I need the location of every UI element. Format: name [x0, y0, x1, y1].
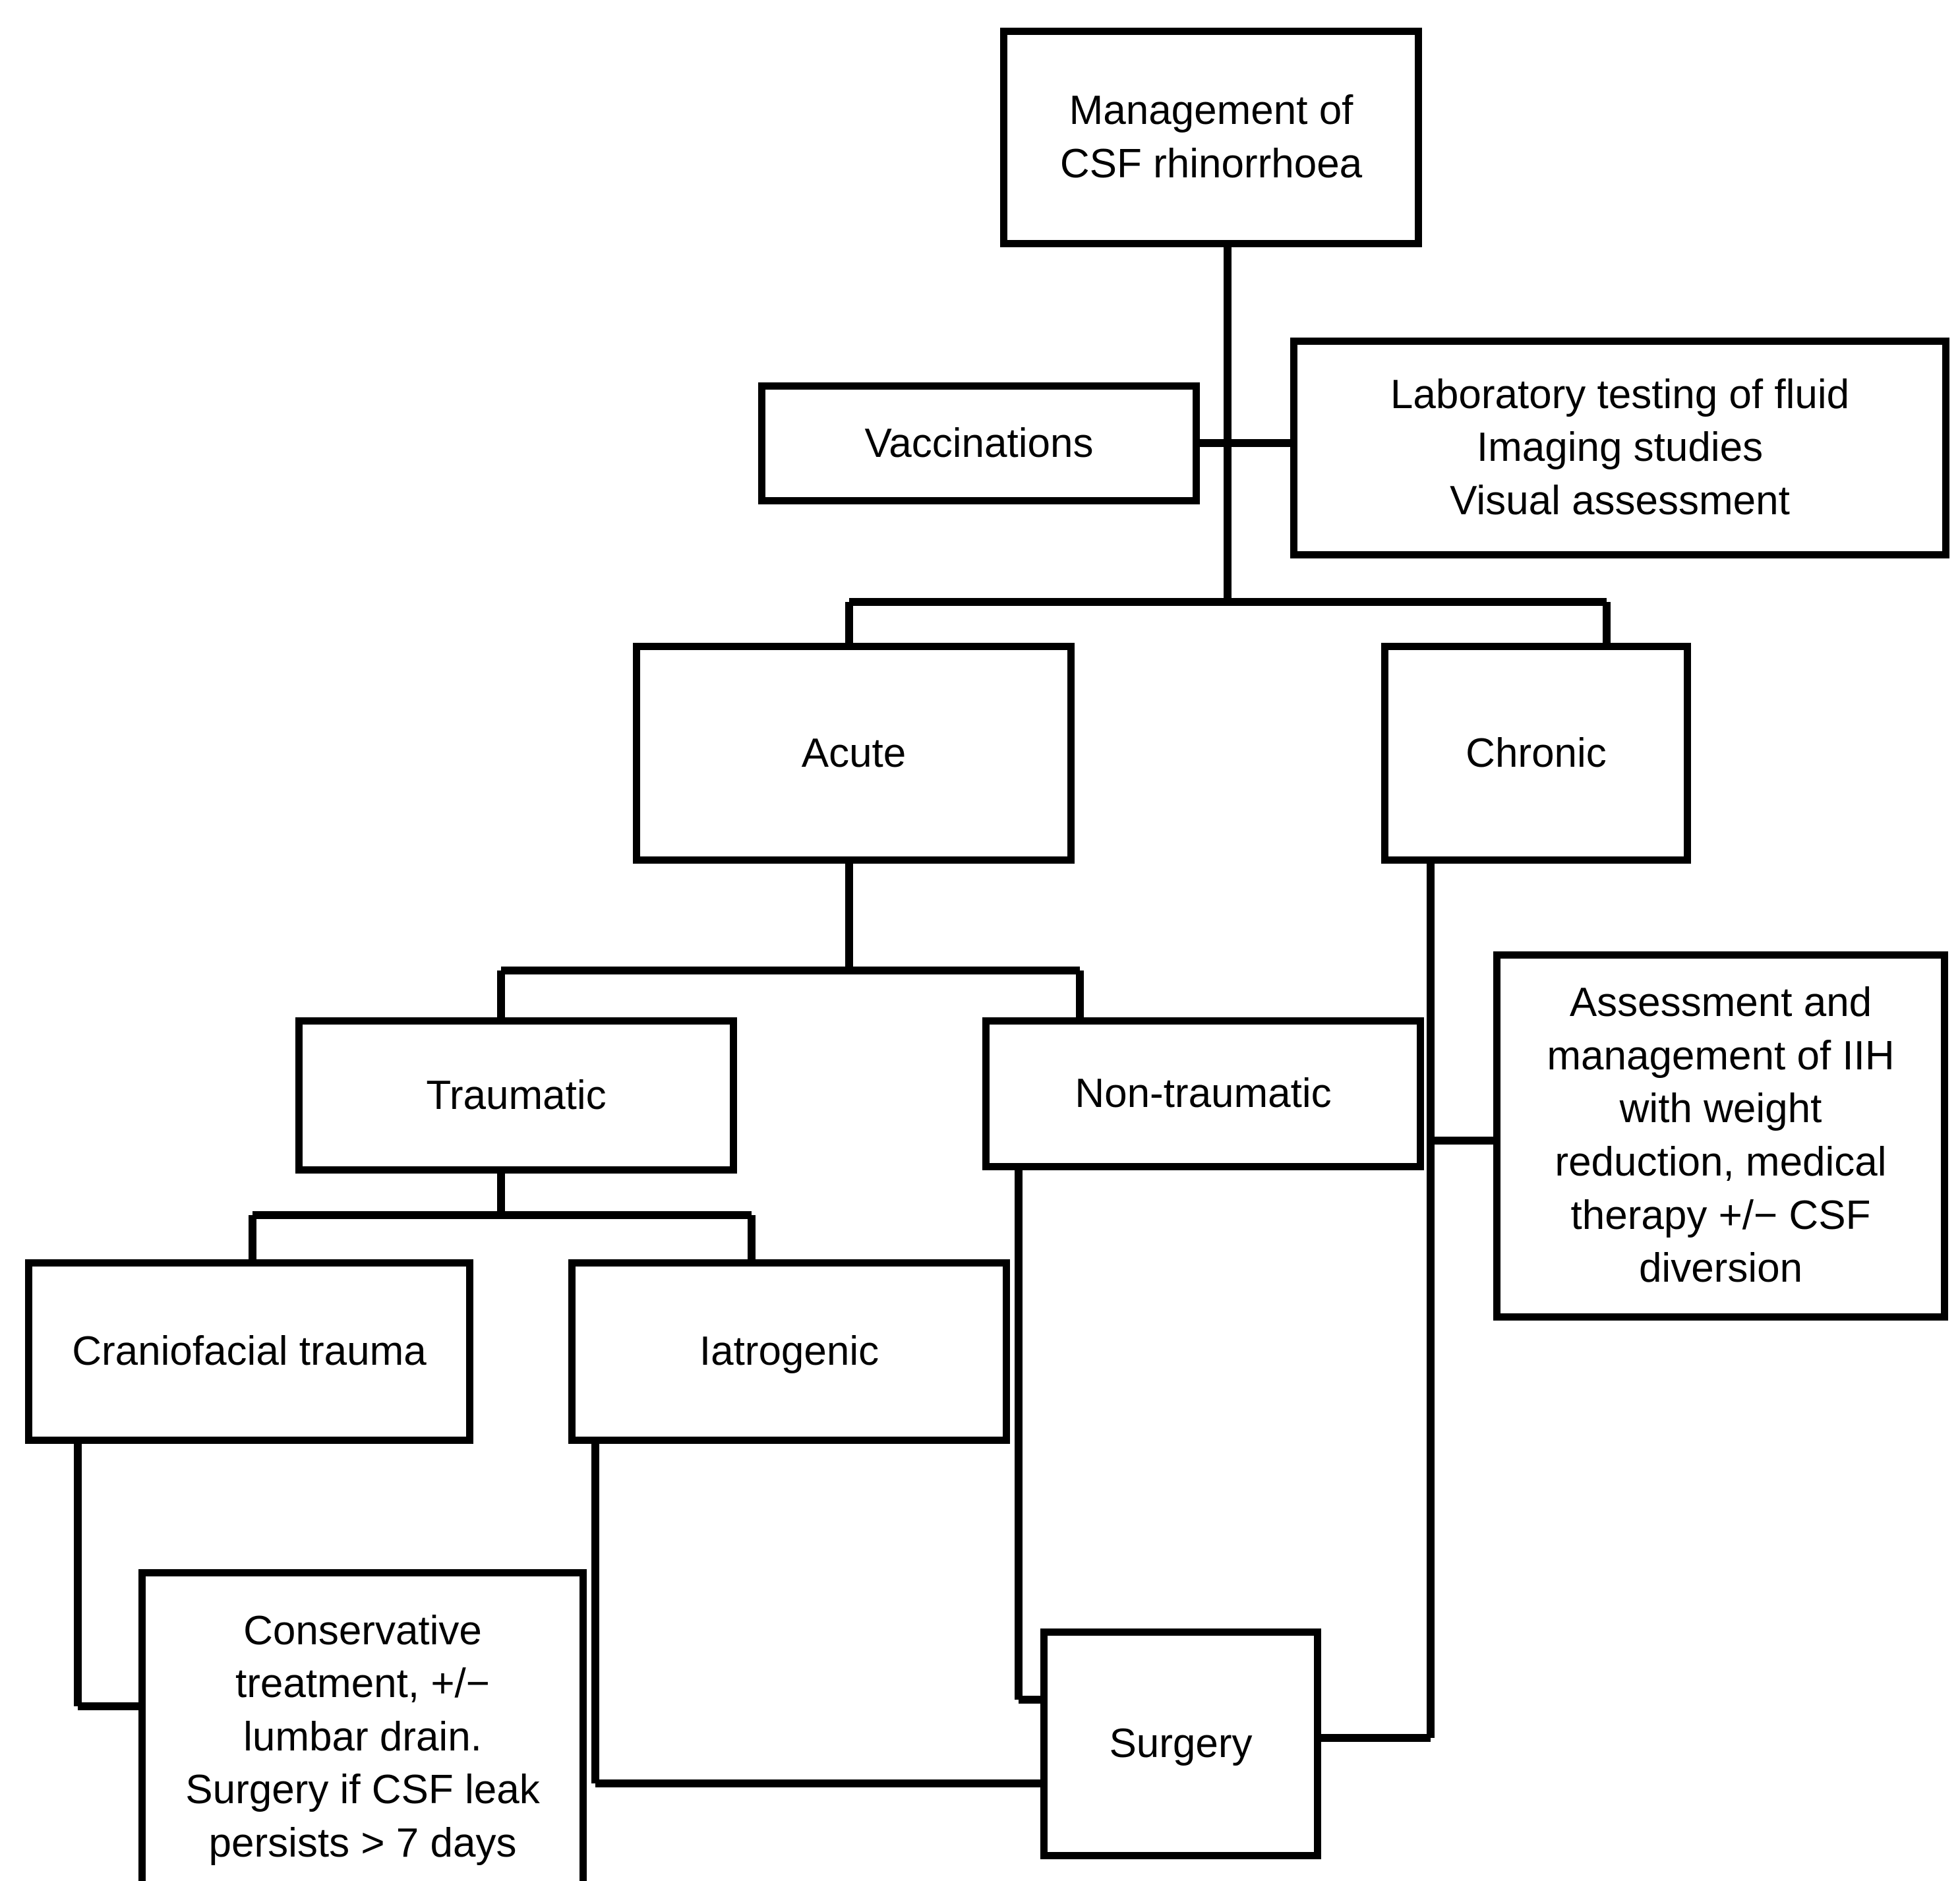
- node-conservative-treatment[interactable]: Conservative treatment, +/− lumbar drain…: [138, 1569, 587, 1881]
- node-vaccinations[interactable]: Vaccinations: [758, 382, 1200, 504]
- node-chronic-label: Chronic: [1466, 730, 1607, 776]
- node-iatrogenic-label: Iatrogenic: [699, 1329, 879, 1375]
- node-conservative-treatment-label: Conservative treatment, +/− lumbar drain…: [185, 1607, 540, 1866]
- node-craniofacial-trauma-label: Craniofacial trauma: [72, 1329, 427, 1375]
- node-non-traumatic-label: Non-traumatic: [1075, 1071, 1332, 1117]
- node-surgery[interactable]: Surgery: [1040, 1628, 1321, 1859]
- node-acute[interactable]: Acute: [633, 643, 1075, 864]
- node-non-traumatic[interactable]: Non-traumatic: [982, 1017, 1424, 1170]
- node-iatrogenic[interactable]: Iatrogenic: [568, 1259, 1010, 1444]
- node-surgery-label: Surgery: [1109, 1721, 1253, 1767]
- node-workup[interactable]: Laboratory testing of fluid Imaging stud…: [1290, 338, 1949, 558]
- node-acute-label: Acute: [801, 730, 906, 776]
- node-traumatic-label: Traumatic: [426, 1072, 607, 1118]
- node-craniofacial-trauma[interactable]: Craniofacial trauma: [25, 1259, 473, 1444]
- node-traumatic[interactable]: Traumatic: [295, 1017, 737, 1174]
- node-iih-management-label: Assessment and management of IIH with we…: [1547, 980, 1895, 1292]
- node-iih-management[interactable]: Assessment and management of IIH with we…: [1493, 951, 1948, 1321]
- node-root[interactable]: Management of CSF rhinorrhoea: [1000, 28, 1422, 247]
- node-workup-label: Laboratory testing of fluid Imaging stud…: [1390, 371, 1850, 523]
- node-root-label: Management of CSF rhinorrhoea: [1059, 87, 1363, 187]
- node-vaccinations-label: Vaccinations: [864, 420, 1094, 466]
- node-chronic[interactable]: Chronic: [1381, 643, 1691, 864]
